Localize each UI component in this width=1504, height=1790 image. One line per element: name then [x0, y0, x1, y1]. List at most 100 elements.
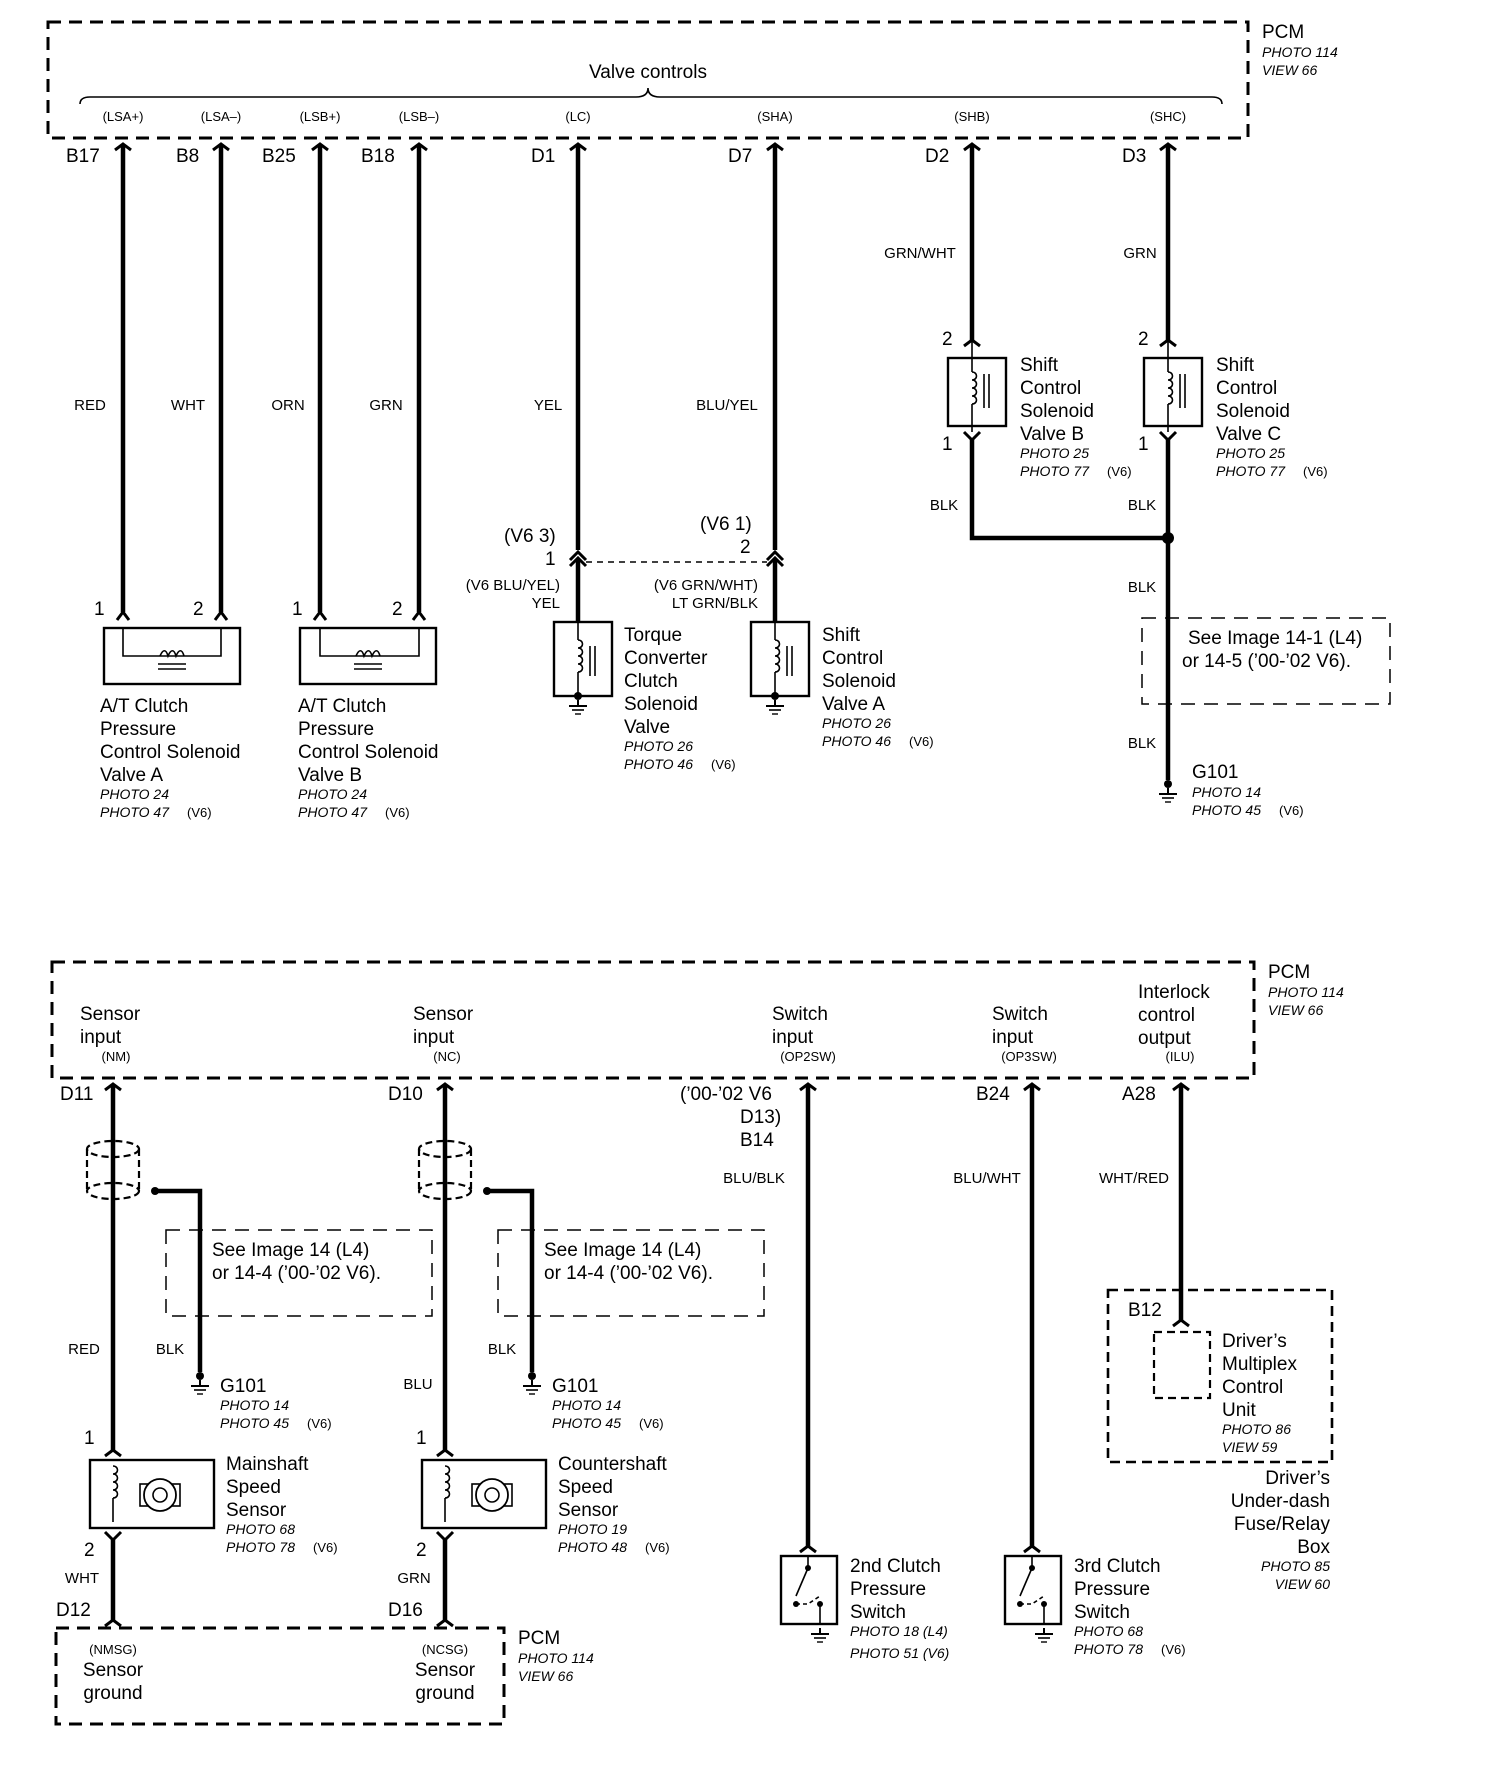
- signal-labels: (LSA+) (LSA–) (LSB+) (LSB–) (LC) (SHA) (…: [103, 109, 1186, 124]
- svg-text:Sensor: Sensor: [415, 1660, 476, 1681]
- svg-text:Switch: Switch: [772, 1004, 828, 1025]
- valve-controls-label: Valve controls: [589, 62, 707, 83]
- svg-text:control: control: [1138, 1005, 1195, 1026]
- svg-text:PHOTO 26: PHOTO 26: [624, 738, 693, 754]
- svg-text:D10: D10: [388, 1084, 423, 1105]
- pcm-photo: PHOTO 114: [1262, 44, 1338, 60]
- signal-lc: (LC): [565, 109, 590, 124]
- svg-text:PHOTO 86: PHOTO 86: [1222, 1421, 1291, 1437]
- svg-text:PCM: PCM: [1268, 962, 1310, 983]
- pcm-title: PCM: [1262, 22, 1304, 43]
- svg-text:LT GRN/BLK: LT GRN/BLK: [672, 595, 758, 612]
- svg-text:BLU/BLK: BLU/BLK: [723, 1170, 785, 1187]
- svg-text:1: 1: [1138, 434, 1149, 455]
- pcm-box-top: [46, 20, 1250, 140]
- svg-text:Valve: Valve: [624, 717, 670, 738]
- sha-pin: 2: [740, 537, 751, 558]
- svg-text:Driver’s: Driver’s: [1222, 1331, 1287, 1352]
- svg-text:BLK: BLK: [488, 1341, 516, 1358]
- svg-text:VIEW 60: VIEW 60: [1275, 1576, 1330, 1592]
- signal-lsa-minus: (LSA–): [201, 109, 241, 124]
- svg-text:Switch: Switch: [850, 1602, 906, 1623]
- svg-text:Control: Control: [1020, 378, 1081, 399]
- svg-text:Torque: Torque: [624, 625, 682, 646]
- svg-text:GRN: GRN: [397, 1570, 430, 1587]
- svg-text:(V6 BLU/YEL): (V6 BLU/YEL): [466, 577, 560, 594]
- pin-b18: B18: [361, 146, 395, 167]
- g101-ground-nm: G101 PHOTO 14 PHOTO 45 (V6): [190, 1372, 332, 1431]
- svg-text:Sensor: Sensor: [226, 1500, 287, 1521]
- svg-text:Shift: Shift: [1216, 355, 1255, 376]
- wire-label-red: RED: [74, 397, 106, 414]
- pcm-label-top: PCM PHOTO 114 VIEW 66: [1262, 22, 1338, 78]
- signal-lsb-minus: (LSB–): [399, 109, 439, 124]
- 2nd-clutch-pressure-switch: 2nd Clutch Pressure Switch PHOTO 18 (L4)…: [779, 1084, 949, 1661]
- svg-text:PHOTO 68: PHOTO 68: [226, 1521, 295, 1537]
- svg-text:Sensor: Sensor: [80, 1004, 141, 1025]
- signal-shc: (SHC): [1150, 109, 1186, 124]
- svg-text:(V6): (V6): [187, 805, 212, 820]
- svg-text:Box: Box: [1297, 1537, 1330, 1558]
- svg-text:Valve B: Valve B: [298, 765, 362, 786]
- svg-text:B12: B12: [1128, 1300, 1162, 1321]
- pcm-view: VIEW 66: [1262, 62, 1317, 78]
- svg-text:PHOTO 14: PHOTO 14: [220, 1397, 289, 1413]
- svg-text:(V6): (V6): [909, 734, 934, 749]
- svg-text:ground: ground: [415, 1683, 474, 1704]
- see-image-notes-bottom: See Image 14 (L4) or 14-4 (’00-’02 V6). …: [165, 1229, 765, 1317]
- g101-ground-nc: G101 PHOTO 14 PHOTO 45 (V6): [522, 1372, 664, 1431]
- svg-text:Interlock: Interlock: [1138, 982, 1210, 1003]
- svg-text:(V6): (V6): [1161, 1642, 1186, 1657]
- svg-text:Speed: Speed: [226, 1477, 281, 1498]
- pin-1: 1: [94, 599, 105, 620]
- svg-text:(V6): (V6): [385, 805, 410, 820]
- wire-label-wht: WHT: [171, 397, 205, 414]
- wire-label-blu-yel: BLU/YEL: [696, 397, 758, 414]
- svg-text:Under-dash: Under-dash: [1231, 1491, 1330, 1512]
- svg-text:PHOTO 14: PHOTO 14: [552, 1397, 621, 1413]
- pin-b8: B8: [176, 146, 199, 167]
- svg-text:input: input: [413, 1027, 455, 1048]
- wire-color-labels-top: RED WHT ORN GRN YEL BLU/YEL GRN/WHT GRN …: [74, 245, 1157, 752]
- svg-text:or 14-5 (’00-’02 V6).: or 14-5 (’00-’02 V6).: [1182, 651, 1351, 672]
- svg-text:(V6): (V6): [711, 757, 736, 772]
- svg-text:PHOTO 26: PHOTO 26: [822, 715, 891, 731]
- svg-text:Valve B: Valve B: [1020, 424, 1084, 445]
- svg-text:input: input: [992, 1027, 1034, 1048]
- tcc-v6-pin: (V6 3): [504, 526, 556, 547]
- svg-text:(V6): (V6): [1303, 464, 1328, 479]
- svg-text:VIEW 59: VIEW 59: [1222, 1439, 1277, 1455]
- svg-text:Mainshaft: Mainshaft: [226, 1454, 309, 1475]
- svg-text:Control: Control: [1216, 378, 1277, 399]
- svg-text:A/T Clutch: A/T Clutch: [298, 696, 386, 717]
- svg-text:input: input: [772, 1027, 814, 1048]
- svg-text:PHOTO 25: PHOTO 25: [1020, 445, 1089, 461]
- svg-text:Multiplex: Multiplex: [1222, 1354, 1297, 1375]
- svg-text:PHOTO 77: PHOTO 77: [1216, 463, 1286, 479]
- shielded-cable-nm: [85, 1084, 203, 1450]
- shielded-cable-nc: [417, 1084, 535, 1450]
- svg-text:(V6): (V6): [639, 1416, 664, 1431]
- svg-text:G101: G101: [220, 1376, 266, 1397]
- svg-text:RED: RED: [68, 1341, 100, 1358]
- svg-text:PHOTO 45: PHOTO 45: [552, 1415, 621, 1431]
- pin-d7: D7: [728, 146, 752, 167]
- pcm-sensor-ground-box: D12 D16 (NMSG) Sensor ground (NCSG) Sens…: [54, 1600, 594, 1726]
- svg-text:A28: A28: [1122, 1084, 1156, 1105]
- pcm-terminals-bottom: [103, 1082, 1191, 1092]
- signal-shb: (SHB): [954, 109, 989, 124]
- svg-text:Shift: Shift: [822, 625, 861, 646]
- svg-text:PHOTO 14: PHOTO 14: [1192, 784, 1261, 800]
- svg-text:PHOTO 48: PHOTO 48: [558, 1539, 627, 1555]
- torque-converter-clutch-solenoid: Torque Converter Clutch Solenoid Valve P…: [552, 620, 736, 772]
- svg-text:PHOTO 47: PHOTO 47: [298, 804, 368, 820]
- svg-text:ground: ground: [83, 1683, 142, 1704]
- pin-labels-bottom: D11 D10 (’00-’02 V6 D13) B14 B24 A28: [60, 1084, 1156, 1151]
- top-section: PCM PHOTO 114 VIEW 66 Valve controls (LS…: [46, 20, 1391, 820]
- svg-text:(OP3SW): (OP3SW): [1001, 1049, 1057, 1064]
- svg-text:Driver’s: Driver’s: [1265, 1468, 1330, 1489]
- shift-control-solenoid-a: Shift Control Solenoid Valve A PHOTO 26 …: [749, 620, 934, 749]
- wire-label-yel: YEL: [534, 397, 562, 414]
- v6-connector: (V6 3) 1 (V6 1) 2 (V6 BLU/YEL) YEL (V6 G…: [466, 514, 785, 612]
